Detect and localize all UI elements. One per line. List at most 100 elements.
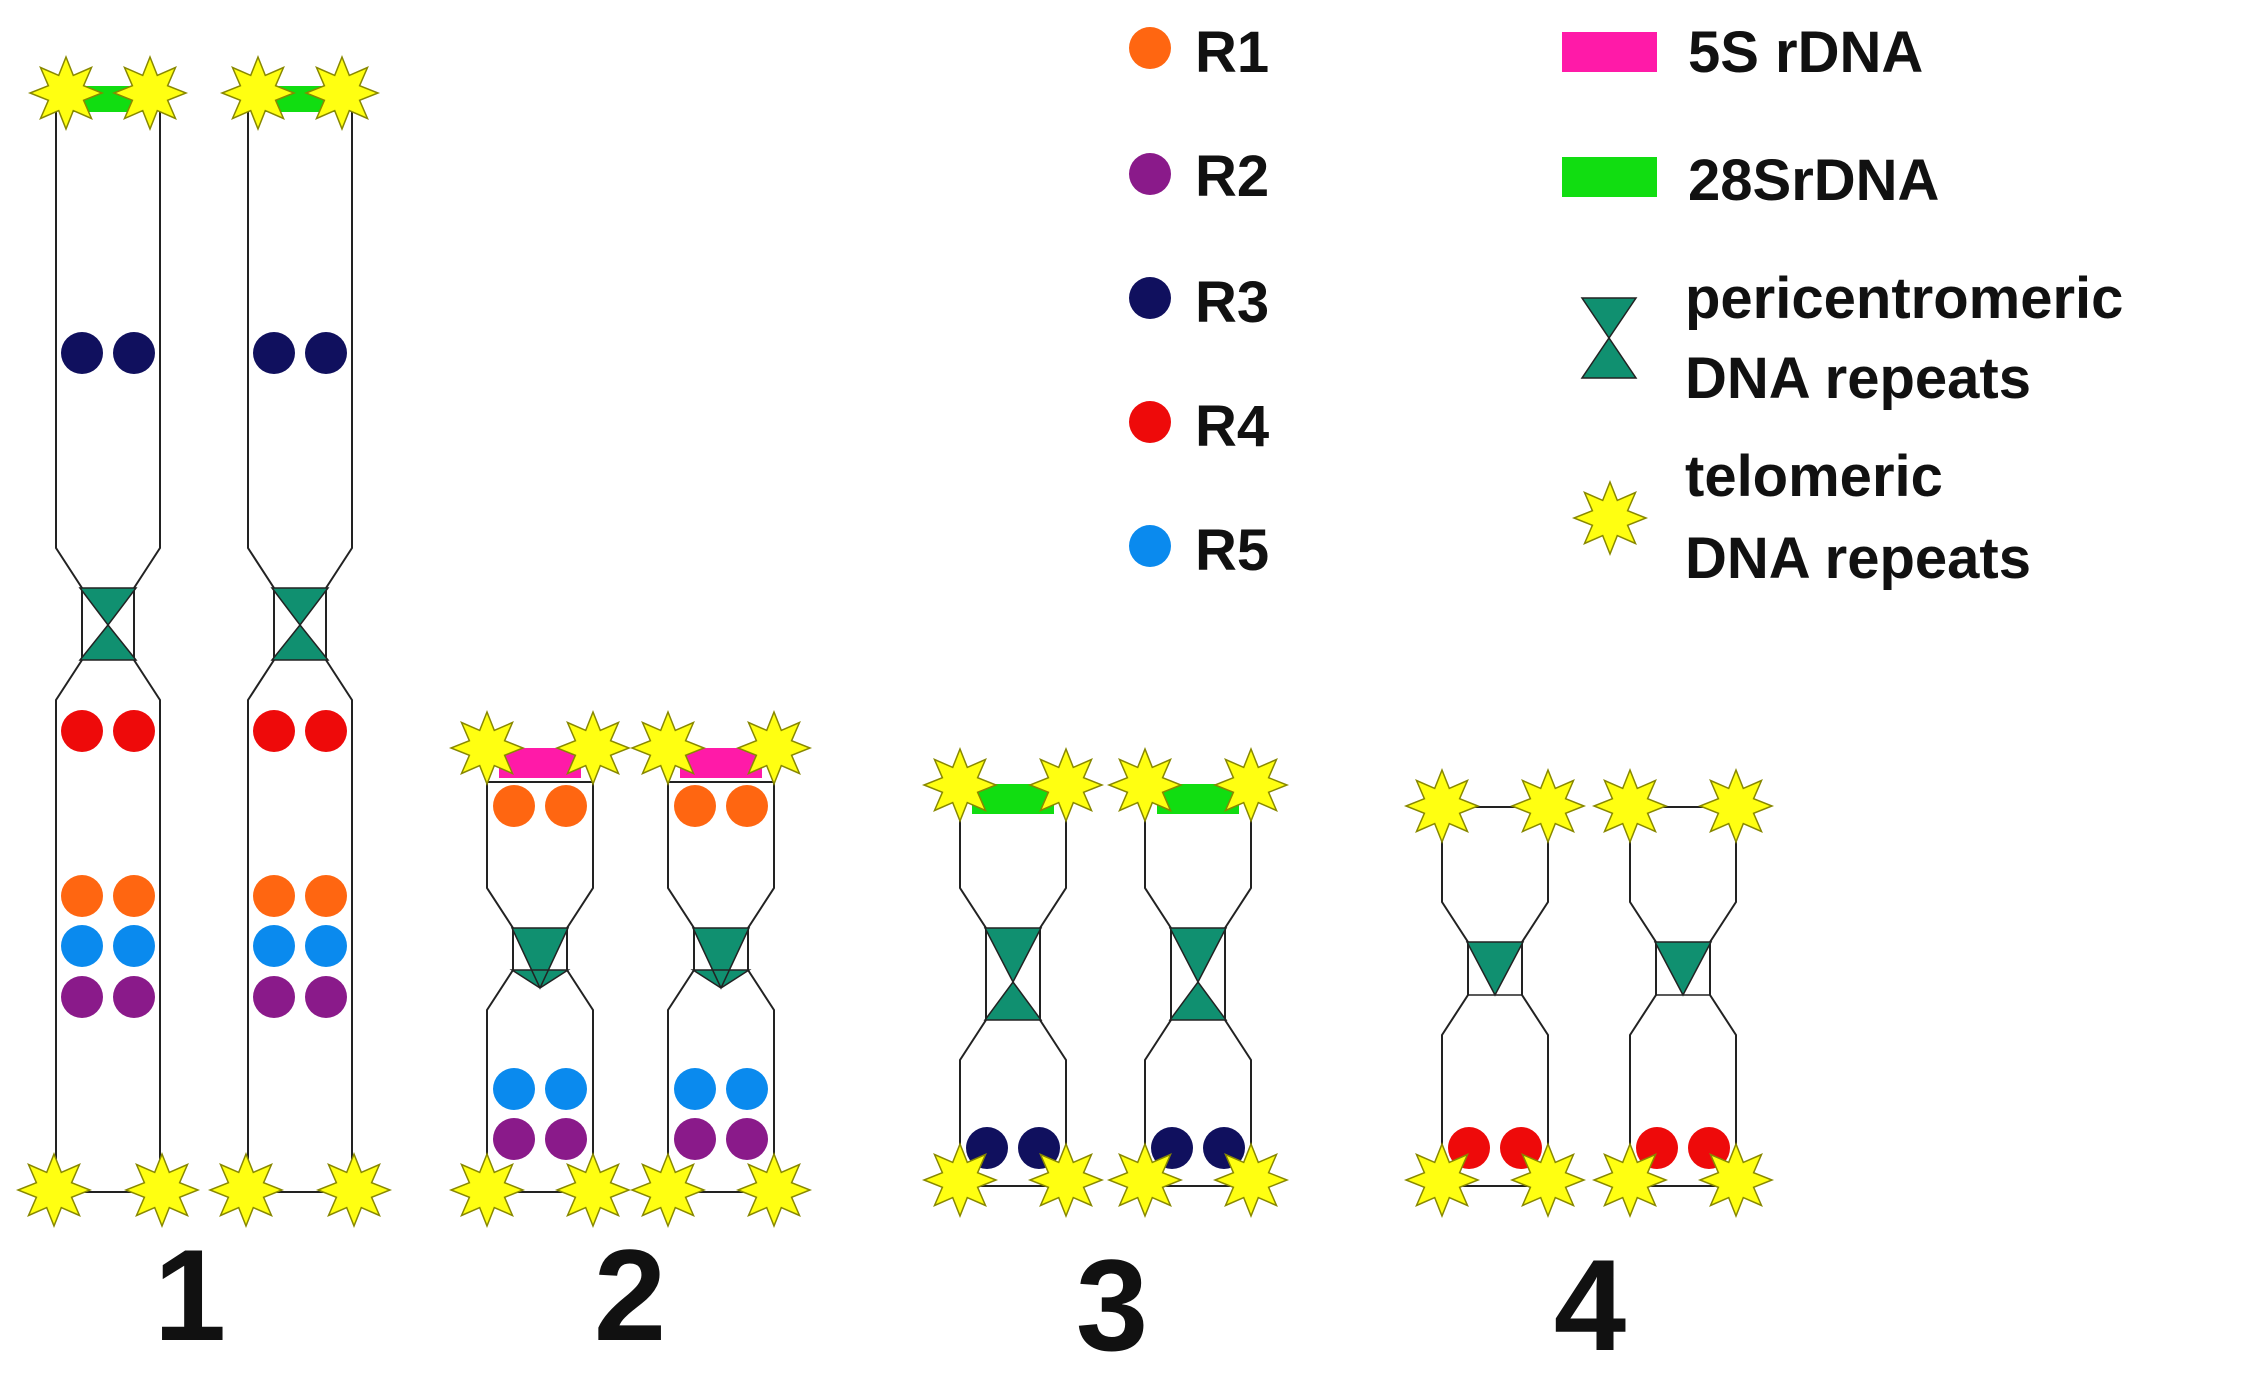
chromosome-pair-1 bbox=[15, 54, 393, 1229]
repeat-r5-dot bbox=[253, 925, 295, 967]
telomere-star-icon bbox=[1106, 746, 1184, 824]
repeat-r1-dot bbox=[61, 875, 103, 917]
telomere-star-icon bbox=[1591, 1141, 1669, 1219]
repeat-r2-dot bbox=[113, 976, 155, 1018]
telomere-star-icon bbox=[207, 1151, 285, 1229]
telomeric-legend-label-line1: telomeric bbox=[1685, 444, 1943, 509]
telomere-star-icon bbox=[554, 1151, 632, 1229]
telomere-star-icon bbox=[219, 54, 297, 132]
telomere-star-icon bbox=[1027, 746, 1105, 824]
5s-rdna-swatch-icon bbox=[1562, 32, 1657, 72]
repeat-r1-dot bbox=[305, 875, 347, 917]
pair-number-1: 1 bbox=[154, 1222, 226, 1368]
centromere-hourglass-icon bbox=[983, 927, 1043, 1021]
repeat-r2-dot bbox=[545, 1118, 587, 1160]
telomere-star-icon bbox=[1403, 767, 1481, 845]
telomere-star-icon bbox=[735, 1151, 813, 1229]
repeat-r5-dot bbox=[305, 925, 347, 967]
repeat-r2-dot bbox=[61, 976, 103, 1018]
telomere-star-icon bbox=[629, 1151, 707, 1229]
chromosome-pair-3 bbox=[921, 746, 1290, 1219]
repeat-r2-dot bbox=[674, 1118, 716, 1160]
repeat-r2-dot bbox=[726, 1118, 768, 1160]
centromere-hourglass-icon bbox=[509, 927, 571, 990]
pericentromeric-legend-label-line2: DNA repeats bbox=[1685, 346, 2031, 411]
centromere-hourglass-icon bbox=[1168, 927, 1228, 1021]
r3-legend-label: R3 bbox=[1195, 270, 1269, 335]
repeat-r1-dot bbox=[493, 785, 535, 827]
telomere-star-icon bbox=[448, 1151, 526, 1229]
centromere-hourglass-icon bbox=[78, 587, 138, 661]
repeat-r5-dot bbox=[674, 1068, 716, 1110]
telomere-star-icon bbox=[448, 709, 526, 787]
repeat-r4-dot bbox=[253, 710, 295, 752]
r1-legend-label: R1 bbox=[1195, 20, 1269, 85]
chromosome-4-a bbox=[1403, 767, 1587, 1219]
marker-legend: 5S rDNA 28SrDNA pericentromeric DNA repe… bbox=[1562, 20, 2123, 591]
chromosome-pairs bbox=[15, 54, 1775, 1229]
centromere-hourglass-icon bbox=[1465, 941, 1525, 997]
repeat-r5-dot bbox=[545, 1068, 587, 1110]
28s-rdna-swatch-icon bbox=[1562, 157, 1657, 197]
telomere-star-icon bbox=[629, 709, 707, 787]
r2-swatch-icon bbox=[1129, 153, 1171, 195]
telomere-star-icon bbox=[1403, 1141, 1481, 1219]
pair-number-3: 3 bbox=[1076, 1232, 1148, 1378]
pair-number-4: 4 bbox=[1554, 1232, 1626, 1378]
pericentromeric-hourglass-icon bbox=[1580, 297, 1638, 379]
28s-rdna-legend-label: 28SrDNA bbox=[1688, 148, 1939, 213]
telomere-star-icon bbox=[1106, 1141, 1184, 1219]
repeat-r3-dot bbox=[305, 332, 347, 374]
r2-legend-label: R2 bbox=[1195, 144, 1269, 209]
telomere-star-icon bbox=[1027, 1141, 1105, 1219]
telomere-star-icon bbox=[1212, 746, 1290, 824]
chromosome-pair-2 bbox=[448, 709, 813, 1229]
pericentromeric-legend-label-line1: pericentromeric bbox=[1685, 266, 2123, 331]
repeat-r3-dot bbox=[113, 332, 155, 374]
chromosome-pair-4 bbox=[1403, 767, 1775, 1219]
pair-numbers: 1 2 3 4 bbox=[154, 1222, 1626, 1378]
pair-number-2: 2 bbox=[594, 1222, 666, 1368]
telomere-star-icon bbox=[1697, 767, 1775, 845]
repeat-r1-dot bbox=[545, 785, 587, 827]
chromosome-1-b bbox=[207, 54, 393, 1229]
telomere-star-icon bbox=[1697, 1141, 1775, 1219]
telomere-star-icon bbox=[303, 54, 381, 132]
telomere-star-icon bbox=[27, 54, 105, 132]
chromosome-2-b bbox=[629, 709, 813, 1229]
chromosome-3-a bbox=[921, 746, 1105, 1219]
centromere-hourglass-icon bbox=[1653, 941, 1713, 997]
telomere-star-icon bbox=[123, 1151, 201, 1229]
repeat-r3-dot bbox=[61, 332, 103, 374]
telomere-star-icon bbox=[921, 1141, 999, 1219]
telomere-star-icon bbox=[921, 746, 999, 824]
repeat-r5-dot bbox=[113, 925, 155, 967]
repeat-r4-dot bbox=[305, 710, 347, 752]
repeat-r5-dot bbox=[726, 1068, 768, 1110]
repeat-r2-dot bbox=[253, 976, 295, 1018]
r4-swatch-icon bbox=[1129, 401, 1171, 443]
telomere-star-icon bbox=[315, 1151, 393, 1229]
repeat-r2-dot bbox=[305, 976, 347, 1018]
repeat-r5-dot bbox=[61, 925, 103, 967]
centromere-hourglass-icon bbox=[690, 927, 752, 990]
repeat-r3-dot bbox=[253, 332, 295, 374]
telomere-star-icon bbox=[111, 54, 189, 132]
telomeric-legend-label-line2: DNA repeats bbox=[1685, 526, 2031, 591]
chromosome-3-b bbox=[1106, 746, 1290, 1219]
chromosome-4-b bbox=[1591, 767, 1775, 1219]
telomere-star-icon bbox=[735, 709, 813, 787]
telomere-star-icon bbox=[1509, 1141, 1587, 1219]
5s-rdna-legend-label: 5S rDNA bbox=[1688, 20, 1923, 85]
telomeric-legend-star-shape bbox=[1571, 479, 1649, 557]
telomere-star-icon bbox=[1212, 1141, 1290, 1219]
repeat-r4-dot bbox=[61, 710, 103, 752]
r3-swatch-icon bbox=[1129, 277, 1171, 319]
telomere-star-icon bbox=[15, 1151, 93, 1229]
telomere-star-icon bbox=[1591, 767, 1669, 845]
repeat-r4-dot bbox=[113, 710, 155, 752]
repeat-r1-dot bbox=[726, 785, 768, 827]
legend: R1 R2 R3 R4 R5 5S rDNA 28SrDNA pericentr… bbox=[1129, 20, 2123, 591]
repeat-r1-dot bbox=[674, 785, 716, 827]
